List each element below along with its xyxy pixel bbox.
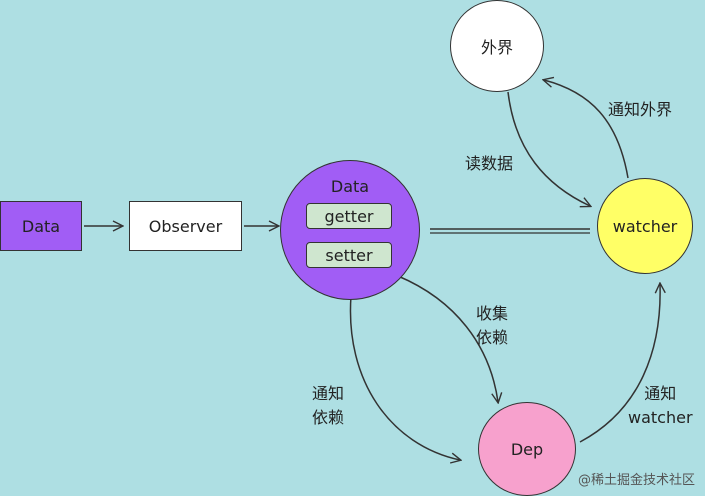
read-data-label: 读数据 bbox=[465, 152, 513, 176]
data-object-label: Data bbox=[330, 177, 370, 196]
notify-dep-line2: 依赖 bbox=[312, 408, 345, 427]
getter-pill: getter bbox=[306, 203, 392, 229]
setter-label: setter bbox=[325, 245, 373, 265]
edge-outside-to-watcher bbox=[507, 91, 590, 206]
collect-line1: 收集 bbox=[476, 304, 509, 323]
notify-watcher-label: 通知 watcher bbox=[628, 382, 693, 430]
dep-label: Dep bbox=[510, 439, 544, 459]
notify-deps-label: 通知 依赖 bbox=[312, 382, 344, 430]
watermark: @稀土掘金技术社区 bbox=[578, 469, 695, 488]
observer-box: Observer bbox=[129, 201, 242, 251]
read-data-text: 读数据 bbox=[465, 154, 514, 173]
notify-watcher-line2: watcher bbox=[628, 408, 693, 427]
notify-dep-line1: 通知 bbox=[312, 384, 345, 403]
collect-deps-label: 收集 依赖 bbox=[476, 302, 508, 350]
edge-watcher-to-outside bbox=[544, 80, 629, 179]
edge-data-to-dep-collect bbox=[397, 275, 498, 402]
outside-circle: 外界 bbox=[450, 0, 544, 92]
watermark-text: @稀土掘金技术社区 bbox=[577, 473, 695, 488]
notify-watcher-line1: 通知 bbox=[644, 384, 677, 403]
notify-outside-text: 通知外界 bbox=[608, 100, 673, 119]
dep-circle: Dep bbox=[478, 402, 576, 496]
edge-dep-to-watcher bbox=[579, 284, 660, 443]
notify-outside-label: 通知外界 bbox=[608, 98, 672, 122]
data-source-box: Data bbox=[0, 201, 82, 251]
observer-label: Observer bbox=[148, 216, 223, 236]
data-source-label: Data bbox=[21, 216, 61, 236]
outside-label: 外界 bbox=[480, 38, 513, 57]
collect-line2: 依赖 bbox=[476, 328, 509, 347]
watcher-circle: watcher bbox=[597, 178, 693, 274]
setter-pill: setter bbox=[306, 242, 392, 268]
data-object-circle: Data bbox=[280, 160, 420, 300]
watcher-label: watcher bbox=[612, 216, 678, 236]
getter-label: getter bbox=[324, 206, 374, 226]
edge-data-to-dep-notify bbox=[349, 295, 460, 460]
